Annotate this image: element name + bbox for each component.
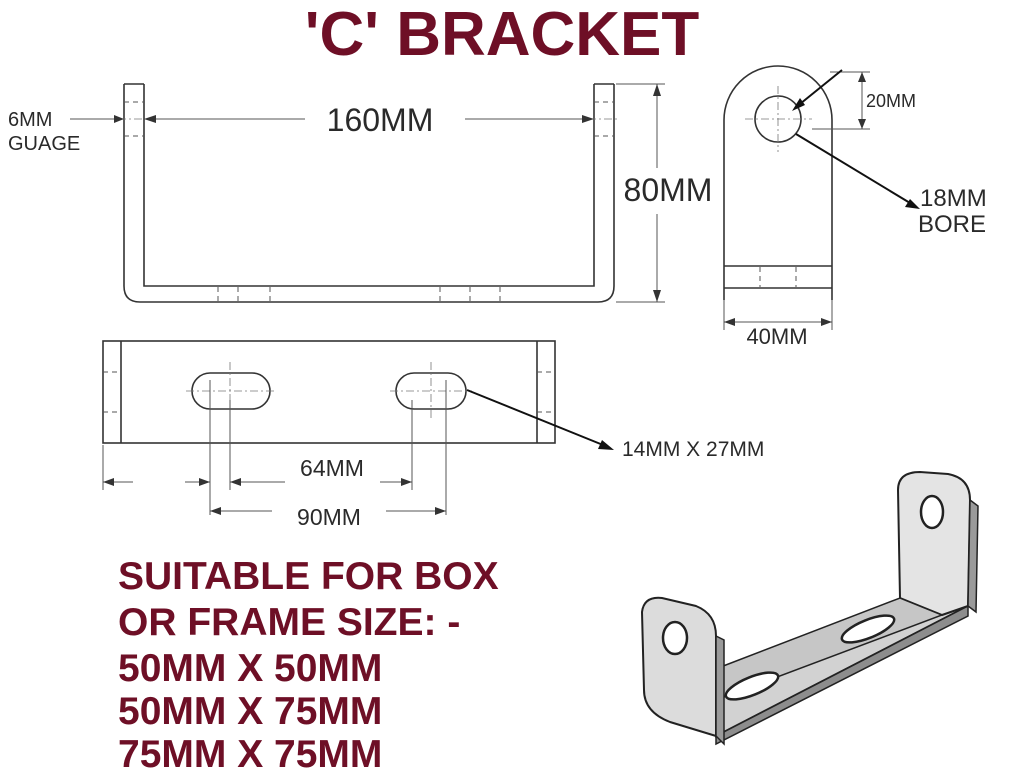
frame-size-1: 50MM X 50MM <box>118 647 382 690</box>
side-view <box>723 65 920 330</box>
hole-offset-label: 20MM <box>866 91 916 111</box>
slot-inner-label: 64MM <box>300 455 364 481</box>
frame-size-2: 50MM X 75MM <box>118 690 382 733</box>
frame-size-3: 75MM X 75MM <box>118 733 382 776</box>
height-dimension-label: 80MM <box>624 172 713 208</box>
gauge-label-line2: GUAGE <box>8 133 80 155</box>
page-title: 'C' BRACKET <box>305 0 700 69</box>
width-dimension-label: 160MM <box>327 102 434 138</box>
bracket-3d-render <box>640 470 979 746</box>
suitable-line1: SUITABLE FOR BOX <box>118 555 499 598</box>
bore-label-line1: 18MM <box>920 185 987 212</box>
front-view <box>70 83 665 303</box>
gauge-label-line1: 6MM <box>8 109 52 131</box>
slot-outer-label: 90MM <box>297 504 361 530</box>
suitable-line2: OR FRAME SIZE: - <box>118 601 460 644</box>
side-width-label: 40MM <box>746 324 807 349</box>
slot-size-label: 14MM X 27MM <box>622 438 764 461</box>
plan-view <box>102 340 614 515</box>
bore-label-line2: BORE <box>918 211 986 238</box>
